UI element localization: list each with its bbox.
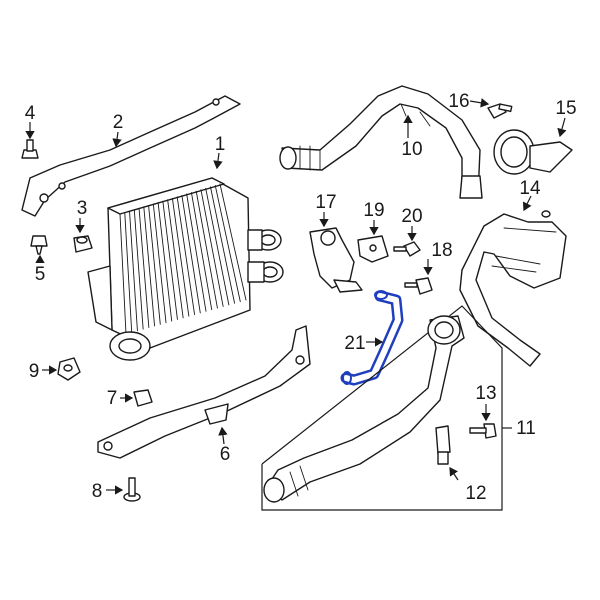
callout-6: 6 (220, 444, 231, 465)
callout-12: 12 (465, 483, 486, 504)
lower-bracket (97, 325, 311, 459)
hose-part-21-highlighted (340, 290, 404, 386)
bolt-part-18 (404, 277, 433, 295)
cooler-fin (186, 193, 207, 312)
callout-15: 15 (555, 98, 576, 119)
callout-17: 17 (315, 192, 336, 213)
nut-part-9 (57, 357, 81, 381)
callout-13: 13 (475, 383, 496, 404)
cooler-fin (133, 209, 144, 330)
clip-part-7 (133, 389, 153, 407)
cooler-fin (129, 210, 138, 332)
cooler-fin (124, 212, 133, 333)
callout-11: 11 (516, 418, 536, 439)
bolt-part-20 (393, 241, 421, 257)
bracket-part-19 (357, 235, 389, 263)
bolt-part-16 (487, 103, 513, 119)
cooler-fin (219, 183, 247, 301)
tube-part-14 (459, 210, 567, 367)
cooler-fin (210, 186, 236, 304)
callout-16: 16 (448, 91, 469, 112)
charge-air-tube (263, 315, 465, 503)
cooler-fin (195, 190, 218, 309)
cooler-fin (190, 192, 213, 311)
valve-part-17 (309, 227, 363, 293)
callout-20: 20 (401, 206, 422, 227)
callout-4: 4 (25, 103, 36, 124)
cooler-fin (214, 184, 241, 303)
callout-9: 9 (29, 361, 40, 382)
callout-21: 21 (344, 333, 365, 354)
cooler-fin (138, 207, 150, 328)
elbow-part-15 (493, 129, 573, 175)
cooler-fin (200, 189, 224, 307)
callout-2: 2 (113, 112, 124, 133)
sensor-part-12 (435, 425, 451, 465)
cooler-fin (148, 204, 161, 325)
cooler-fin (176, 196, 196, 316)
callout-18: 18 (431, 240, 452, 261)
callout-7: 7 (107, 388, 118, 409)
callout-1: 1 (215, 134, 226, 155)
cooler-fin (157, 202, 173, 322)
callout-5: 5 (35, 264, 46, 285)
cooler-fin (119, 213, 127, 335)
cooler-fin (181, 194, 201, 314)
bolt-part-13 (469, 423, 497, 439)
cooler-fin (171, 197, 190, 317)
callout-leaders (25, 98, 567, 495)
cooler-fin (205, 187, 230, 306)
cooler-fin (167, 199, 184, 319)
grommet-part-3 (73, 235, 93, 253)
upper-bracket (21, 95, 241, 217)
bolt-part-4 (21, 139, 39, 159)
upper-tube-part-10 (279, 85, 483, 199)
callout-14: 14 (519, 178, 541, 199)
callout-labels: 1 2 3 4 5 6 7 8 9 10 11 12 13 14 15 16 1… (25, 91, 577, 504)
callout-3: 3 (77, 198, 88, 219)
stud-part-8 (123, 477, 141, 502)
clip-part-5 (30, 235, 48, 255)
callout-8: 8 (92, 481, 103, 502)
cooler-fin (143, 206, 156, 327)
callout-19: 19 (363, 200, 384, 221)
cooler-fin (152, 203, 167, 324)
intercooler (87, 177, 284, 361)
callout-10: 10 (401, 139, 422, 160)
cooler-fin (162, 200, 178, 320)
